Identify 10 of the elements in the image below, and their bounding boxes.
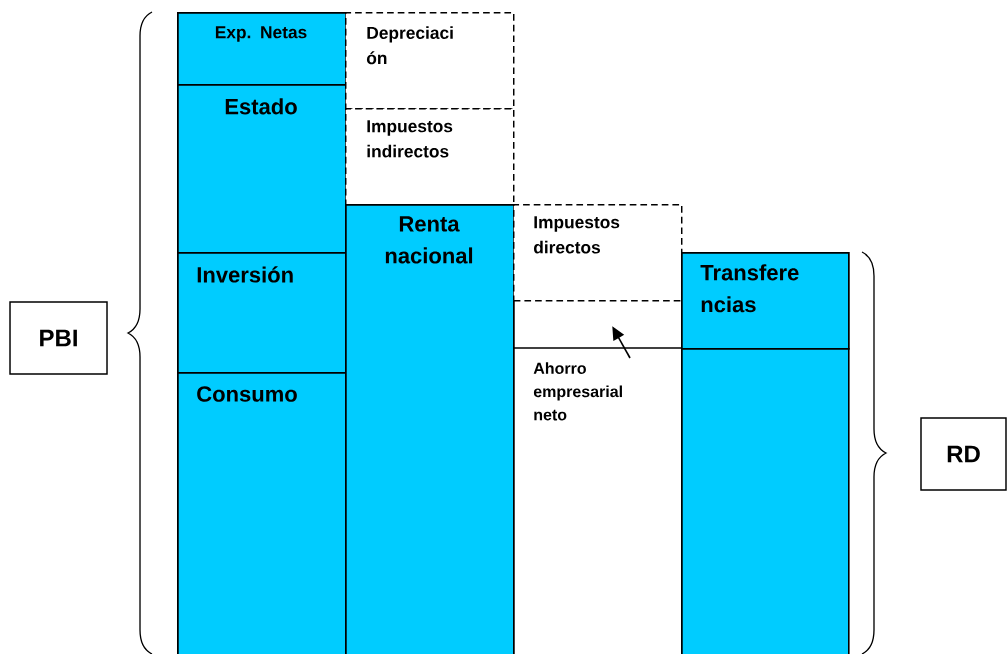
dashed-box: Impuestos indirectos bbox=[345, 108, 515, 206]
bar-segment: Inversión bbox=[177, 252, 347, 374]
bar-segment: Exp. Netas bbox=[177, 12, 347, 86]
node-label: Consumo bbox=[197, 386, 297, 402]
bar-segment: Transfere ncias bbox=[681, 252, 850, 350]
dashed-box: Depreciaci ón bbox=[345, 12, 515, 110]
dashed-box: Impuestos directos bbox=[513, 204, 683, 302]
label-box: PBI bbox=[9, 301, 108, 375]
callout-text: Ahorro empresarial neto bbox=[533, 362, 622, 421]
label-box: RD bbox=[920, 417, 1007, 491]
